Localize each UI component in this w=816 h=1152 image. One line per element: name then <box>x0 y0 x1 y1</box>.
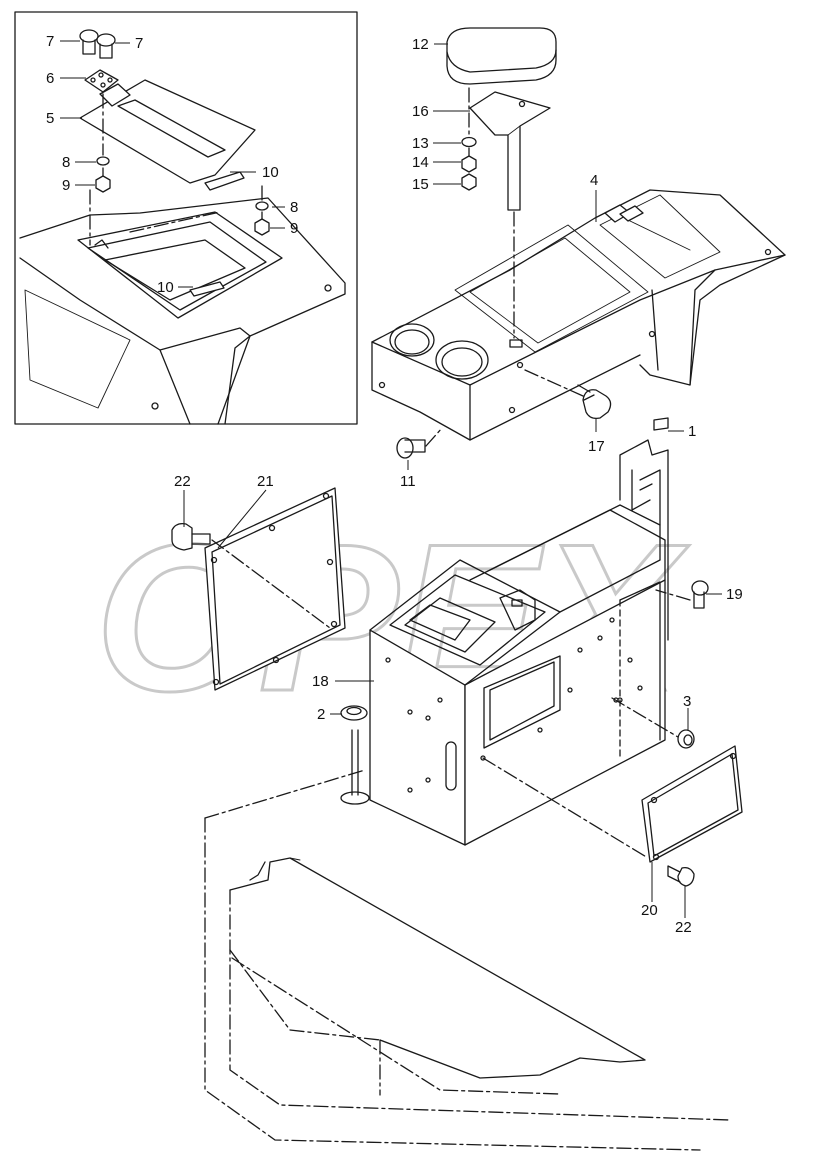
bolt-icon <box>667 865 695 887</box>
knob-icon <box>577 384 612 420</box>
callout-8: 8 <box>62 154 70 171</box>
clip-icon <box>653 417 669 431</box>
callout-7: 7 <box>135 35 143 52</box>
callout-21: 21 <box>257 473 274 490</box>
callout-12: 12 <box>412 36 429 53</box>
upper-console <box>371 189 786 441</box>
callout-10: 10 <box>157 279 174 296</box>
callout-4: 4 <box>590 172 598 189</box>
grommet-icon <box>340 705 368 721</box>
callout-14: 14 <box>412 154 429 171</box>
bolt-icon <box>171 522 211 551</box>
nut-icon <box>461 173 477 191</box>
callout-labels: 7 7 6 5 8 9 10 8 9 10 12 16 13 14 15 4 1… <box>46 33 743 936</box>
lower-box <box>369 439 669 846</box>
callout-22: 22 <box>174 473 191 490</box>
label-tag-icon <box>189 281 225 297</box>
floor-outline <box>204 769 731 1151</box>
callout-22: 22 <box>675 919 692 936</box>
callout-13: 13 <box>412 135 429 152</box>
callout-16: 16 <box>412 103 429 120</box>
callout-15: 15 <box>412 176 429 193</box>
screw-icon <box>79 29 116 59</box>
bolt-icon <box>396 437 426 459</box>
bolt-icon <box>691 580 709 609</box>
hinge-icon <box>84 69 131 107</box>
rear-panel <box>641 745 743 863</box>
nut-icon <box>254 218 270 236</box>
callout-20: 20 <box>641 902 658 919</box>
callout-2: 2 <box>317 706 325 723</box>
callout-3: 3 <box>683 693 691 710</box>
callout-10: 10 <box>262 164 279 181</box>
callout-8: 8 <box>290 199 298 216</box>
armrest-bracket-icon <box>469 91 551 211</box>
washer-icon <box>461 136 477 148</box>
plug-icon <box>677 729 695 749</box>
washer-icon <box>255 201 269 211</box>
armrest-cushion-icon <box>446 27 557 85</box>
callout-9: 9 <box>62 177 70 194</box>
callout-11: 11 <box>400 473 416 490</box>
callout-7: 7 <box>46 33 54 50</box>
nut-icon <box>461 155 477 173</box>
callout-9: 9 <box>290 220 298 237</box>
label-tag-icon <box>204 171 245 191</box>
callout-18: 18 <box>312 673 329 690</box>
side-panel <box>204 487 346 691</box>
callout-6: 6 <box>46 70 54 87</box>
callout-1: 1 <box>688 423 696 440</box>
leader-lines <box>60 40 722 918</box>
nut-icon <box>95 175 111 193</box>
washer-icon <box>96 156 110 166</box>
callout-17: 17 <box>588 438 605 455</box>
callout-5: 5 <box>46 110 54 127</box>
callout-19: 19 <box>726 586 743 603</box>
detail-inset <box>14 11 358 425</box>
